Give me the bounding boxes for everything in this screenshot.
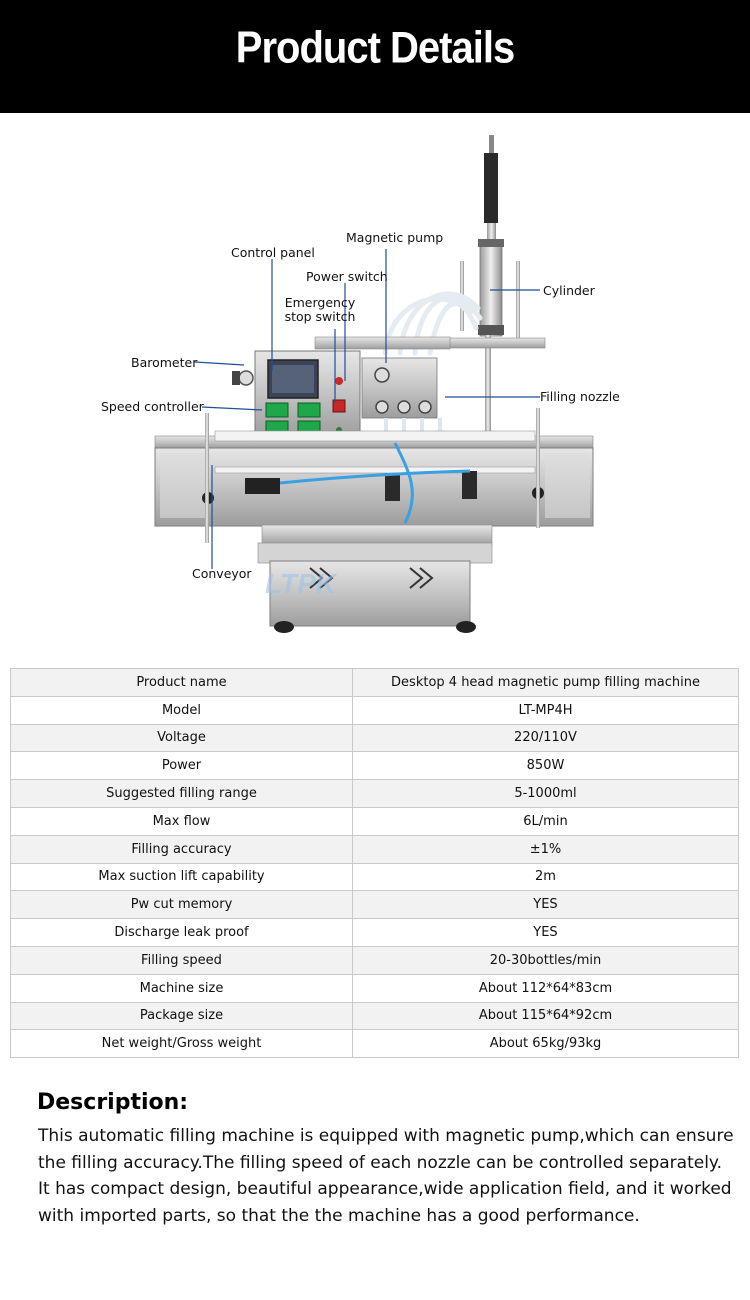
spec-value: 5-1000ml: [352, 779, 739, 808]
base-cabinet: [257, 524, 493, 633]
spec-value: About 112*64*83cm: [352, 973, 739, 1003]
cylinder-assembly: [424, 135, 546, 475]
spec-label: Net weight/Gross weight: [10, 1029, 353, 1059]
spec-value: 20-30bottles/min: [352, 945, 739, 975]
label-filling-nozzle: Filling nozzle: [540, 389, 620, 404]
control-box: [232, 350, 361, 437]
conveyor: [154, 408, 594, 543]
table-row: Filling accuracy±1%: [10, 834, 739, 864]
spec-label: Voltage: [10, 723, 353, 753]
spec-value: 2m: [352, 862, 739, 892]
pump-tubes: [382, 291, 483, 356]
spec-value: About 115*64*92cm: [352, 1001, 739, 1031]
description-title: Description:: [37, 1090, 189, 1115]
callout-lines: [194, 249, 540, 569]
label-power-switch: Power switch: [306, 269, 388, 284]
label-barometer: Barometer: [131, 355, 198, 370]
spec-label: Max suction lift capability: [10, 862, 353, 892]
spec-label: Product name: [10, 668, 353, 697]
spec-label: Discharge leak proof: [10, 918, 353, 947]
spec-value: 850W: [352, 751, 739, 781]
spec-label: Package size: [10, 1001, 353, 1031]
label-emergency-stop: Emergency stop switch: [284, 295, 356, 324]
spec-label: Max flow: [10, 806, 353, 836]
spec-label: Pw cut memory: [10, 890, 353, 920]
spec-value: 6L/min: [352, 806, 739, 836]
spec-value: LT-MP4H: [352, 695, 739, 725]
spec-label: Filling speed: [10, 945, 353, 975]
label-conveyor: Conveyor: [192, 566, 252, 581]
label-cylinder: Cylinder: [543, 283, 595, 298]
label-speed-controller: Speed controller: [101, 399, 204, 414]
spec-label: Suggested filling range: [10, 779, 353, 808]
spec-value: YES: [352, 890, 739, 920]
watermark-text: LTPK: [265, 568, 338, 599]
spec-value: About 65kg/93kg: [352, 1029, 739, 1059]
machine-illustration: LTPK: [154, 135, 594, 633]
spec-label: Filling accuracy: [10, 834, 353, 864]
spec-value: YES: [352, 918, 739, 947]
spec-label: Machine size: [10, 973, 353, 1003]
spec-label: Power: [10, 751, 353, 781]
magnetic-pumps: [361, 357, 438, 419]
spec-value: Desktop 4 head magnetic pump filling mac…: [352, 668, 739, 697]
label-control-panel: Control panel: [231, 245, 315, 260]
header-banner: Product Details: [0, 0, 750, 113]
page-title: Product Details: [235, 23, 515, 73]
spec-label: Model: [10, 695, 353, 725]
label-magnetic-pump: Magnetic pump: [346, 230, 444, 245]
spec-value: ±1%: [352, 834, 739, 864]
spec-value: 220/110V: [352, 723, 739, 753]
description-text: This automatic filling machine is equipp…: [38, 1126, 734, 1227]
